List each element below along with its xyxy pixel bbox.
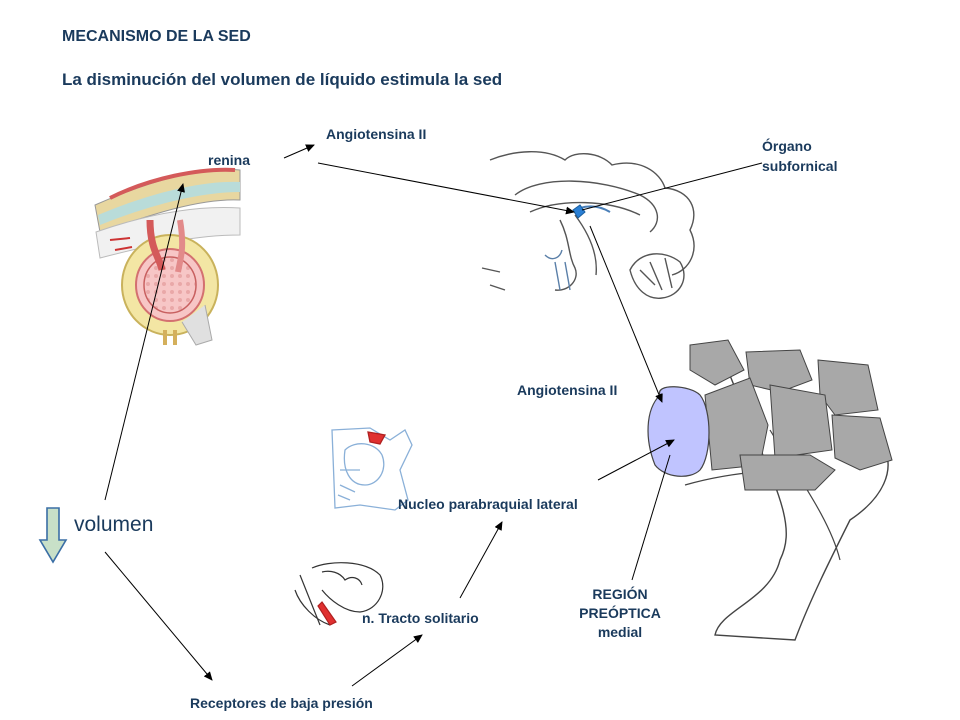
arrow-nucleo-to-preoptic [597,439,675,481]
arrow-subfornical-to-preoptic [589,225,663,403]
label-region-line2: PREÓPTICA [579,605,661,621]
label-region-line1: REGIÓN [592,586,648,602]
label-receptores: Receptores de baja presión [190,695,373,711]
label-region-line3: medial [597,624,643,640]
arrow-tracto-to-nucleo [459,521,503,599]
down-arrow-icon [38,507,68,564]
label-angiotensina-top: Angiotensina II [326,126,427,142]
arrow-angiotensina-to-subfornical [317,162,575,215]
brainstem-schematic [331,427,413,511]
preoptic-region-shape [647,386,710,477]
label-region-preoptica: REGIÓN PREÓPTICA medial [562,585,678,642]
label-volumen: volumen [74,513,154,536]
subfornical-organ-marker [572,204,586,219]
label-renina: renina [208,152,251,168]
page-title: MECANISMO DE LA SED [62,28,251,45]
label-organo-subfornical: Órgano subfornical [762,138,837,174]
label-tracto-solitario: n. Tracto solitario [362,610,479,626]
line-subfornical-label [581,162,763,211]
arrow-renina-to-angiotensina [283,144,315,159]
page-subtitle: La disminución del volumen de líquido es… [62,70,503,89]
nephron-illustration [94,167,241,346]
label-organo-line1: Órgano [762,138,812,154]
medulla-schematic [294,562,384,626]
label-organo-line2: subfornical [762,158,838,174]
brain-sagittal-illustration [481,151,695,299]
label-nucleo-parabraquial: Nucleo parabraquial lateral [398,496,578,512]
hypothalamus-illustration [647,339,893,641]
arrow-volumen-to-receptores [104,551,213,681]
arrow-volumen-to-renina [104,183,185,501]
line-region-preoptica [631,454,671,581]
arrow-receptores-to-tracto [351,634,423,687]
label-angiotensina-mid: Angiotensina II [517,382,618,398]
